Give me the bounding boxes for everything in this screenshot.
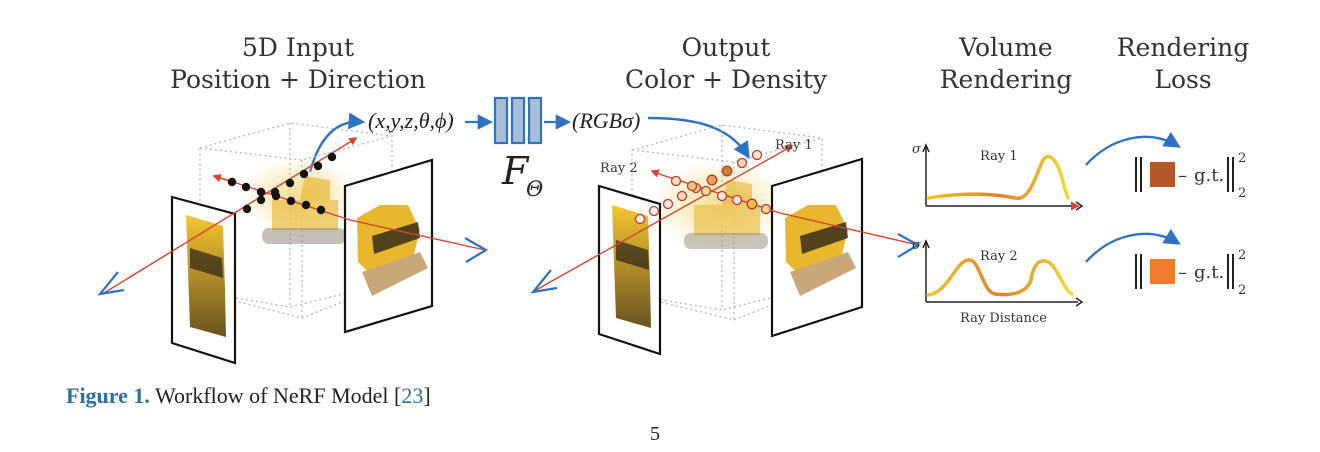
- ray2-density-curve: [926, 258, 1074, 297]
- plot1-sigma-label: σ: [912, 142, 922, 157]
- output-header-line2: Color + Density: [625, 65, 828, 94]
- output-ray-2-head: [897, 233, 921, 258]
- page-number: 5: [650, 423, 660, 445]
- input-ray-1-head: [97, 271, 125, 296]
- plot-xlabel: Ray Distance: [960, 311, 1047, 326]
- ray2-subscript: 2: [1238, 283, 1246, 298]
- plot2-sigma-label: σ: [912, 238, 922, 253]
- ray2-loss-term: – g.t. 2 2: [1135, 248, 1246, 298]
- function-symbol: F: [501, 149, 530, 193]
- ray1-subscript: 2: [1238, 186, 1246, 201]
- ray2-gt-label: g.t.: [1194, 262, 1224, 283]
- left-image-content: [186, 215, 226, 337]
- ray1-gt-label: g.t.: [1194, 165, 1224, 186]
- caption-label: Figure 1.: [66, 383, 150, 408]
- ray1-superscript: 2: [1238, 151, 1246, 166]
- output-sample-points: [634, 149, 772, 225]
- input-header-line2: Position + Direction: [170, 65, 426, 94]
- volume-header-line1: Volume: [958, 33, 1052, 62]
- plot2-title: Ray 2: [980, 249, 1018, 264]
- caption-reference-link[interactable]: 23: [401, 383, 424, 408]
- output-ray-1-head: [530, 269, 558, 294]
- input-ray-2: [217, 176, 351, 221]
- bulldozer-model: [262, 176, 346, 244]
- loss-header-line2: Loss: [1154, 65, 1211, 94]
- ray2-superscript: 2: [1238, 248, 1246, 263]
- ray1-label: Ray 1: [775, 138, 813, 153]
- output-bulldozer-model: [684, 180, 768, 249]
- network-mlp-icon: [493, 96, 543, 145]
- input-header-line1: 5D Input: [242, 33, 354, 62]
- input-ray-1: [103, 141, 351, 294]
- ray2-label: Ray 2: [600, 161, 638, 176]
- ray2-density-plot: σ Ray 2 Ray Distance: [912, 238, 1084, 326]
- volume-header-line2: Rendering: [940, 65, 1073, 94]
- plot1-title: Ray 1: [980, 149, 1018, 164]
- output-to-samples-arrow: [647, 116, 750, 159]
- figure-caption: Figure 1. Workflow of NeRF Model [23]: [66, 383, 431, 409]
- ray1-to-loss-arrow: [1085, 131, 1181, 166]
- input-ray-2-head: [464, 237, 489, 263]
- ray1-loss-term: – g.t. 2 2: [1135, 151, 1246, 201]
- ray1-minus: –: [1178, 165, 1187, 186]
- input-scene: [97, 122, 489, 365]
- loss-header-line1: Rendering: [1117, 33, 1250, 62]
- output-ray-1: [535, 149, 786, 291]
- ray1-density-plot: σ Ray 1: [912, 142, 1084, 211]
- caption-text: Workflow of NeRF Model [: [155, 383, 402, 408]
- input-sample-points: [227, 152, 337, 215]
- ray1-rendered-color-swatch: [1150, 162, 1175, 187]
- caption-close: ]: [423, 383, 431, 408]
- output-header-line1: Output: [682, 33, 771, 62]
- function-subscript: Θ: [526, 177, 543, 201]
- input-tuple: (x,y,z,θ,ϕ): [368, 108, 454, 133]
- ray2-rendered-color-swatch: [1150, 259, 1175, 284]
- ray2-to-loss-arrow: [1085, 228, 1181, 263]
- ray1-density-curve: [926, 155, 1070, 200]
- ray2-minus: –: [1178, 262, 1187, 283]
- output-scene: Ray 1 Ray 2: [530, 124, 921, 356]
- output-tuple: (RGBσ): [572, 108, 640, 133]
